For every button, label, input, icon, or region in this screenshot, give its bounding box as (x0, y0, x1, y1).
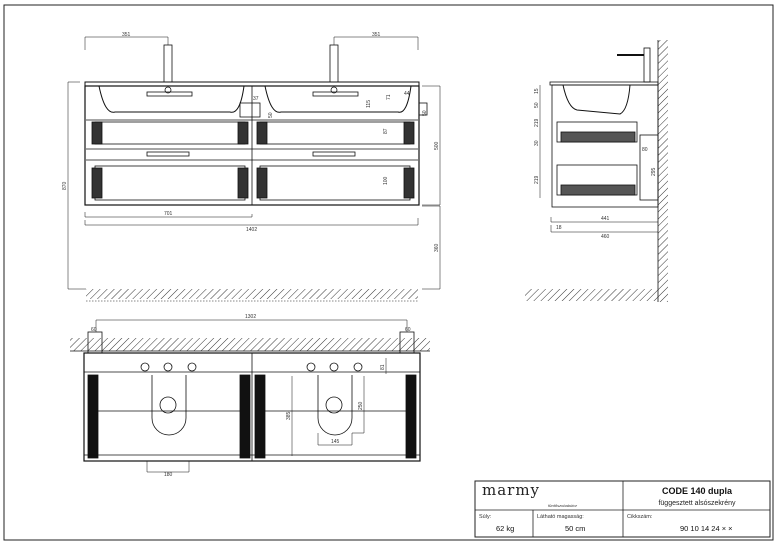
dim-side-small: 50 (422, 110, 428, 116)
dim-front: 18 (556, 225, 562, 231)
dim-faucet-left: 351 (122, 32, 131, 38)
dim-drawer1: 87 (383, 128, 389, 134)
dim-inner-depth: 385 (286, 411, 292, 420)
dim-handle: 180 (164, 472, 173, 478)
dim-side-box: 44 (404, 91, 410, 97)
logo-text: marmy (482, 481, 540, 499)
side-view (525, 40, 668, 302)
floor-hatch-side (525, 289, 658, 301)
article-number-label: Cikkszám: (627, 514, 653, 520)
floor-hatch (86, 289, 418, 299)
dim-bracket-left: 60 (91, 327, 97, 333)
brand-logo: marmy fürdőszobabútor (482, 481, 578, 508)
dim-floor-gap: 360 (434, 243, 440, 252)
dim-total-height: 870 (62, 181, 68, 190)
dim-pipe-h: 295 (651, 167, 657, 176)
dim-drawer2: 100 (383, 176, 389, 185)
weight-label: Súly: (479, 514, 492, 520)
dim-siphon-w: 37 (253, 96, 259, 102)
dim-bracket-right: 60 (405, 327, 411, 333)
article-number-value: 90 10 14 24 × × (680, 524, 733, 533)
dim-half-width: 701 (164, 211, 173, 217)
logo-tagline: fürdőszobabútor (548, 503, 578, 508)
wall-hatch-top (70, 338, 430, 351)
product-description: függesztett alsószekrény (658, 500, 736, 507)
dim-basin-depth: 115 (366, 100, 372, 108)
dim-cutout-w: 145 (331, 439, 340, 445)
dim-gap1: 50 (534, 102, 540, 108)
front-view-dimensions: 351 351 701 1402 870 500 360 37 50 115 7… (62, 32, 440, 252)
drawing-frame (3, 4, 774, 541)
dim-cabinet-height: 500 (434, 141, 440, 150)
top-view (70, 300, 430, 473)
wall-hatch (658, 40, 668, 302)
front-view (67, 36, 441, 299)
faucet-left (163, 44, 173, 83)
side-view-dimensions: 15 50 219 30 219 80 295 441 460 18 (534, 88, 657, 240)
dim-top: 15 (534, 88, 540, 94)
dim-cutout-h: 250 (358, 401, 364, 410)
dim-gap2: 30 (534, 140, 540, 146)
visible-height-value: 50 cm (565, 524, 585, 533)
dim-mount-span: 1302 (245, 314, 256, 320)
dim-drawer1-height: 219 (534, 118, 540, 127)
dim-total-width: 1402 (246, 227, 257, 233)
top-view-dimensions: 1302 60 60 180 145 250 385 81 (91, 314, 411, 478)
faucet-right (329, 44, 339, 83)
dim-pipe-w: 80 (642, 147, 648, 153)
dim-depth-inner: 441 (601, 216, 610, 222)
visible-height-label: Látható magasság: (537, 514, 584, 520)
weight-value: 62 kg (496, 524, 514, 533)
dim-faucet-right: 351 (372, 32, 381, 38)
dim-siphon-h: 50 (268, 112, 274, 118)
dim-depth-total: 460 (601, 234, 610, 240)
dim-back-rail: 81 (380, 364, 386, 370)
dim-top-offset: 71 (386, 94, 392, 100)
dim-drawer2-height: 219 (534, 175, 540, 184)
title-block: marmy fürdőszobabútor CODE 140 dupla füg… (474, 480, 771, 538)
product-name: CODE 140 dupla (662, 486, 733, 496)
